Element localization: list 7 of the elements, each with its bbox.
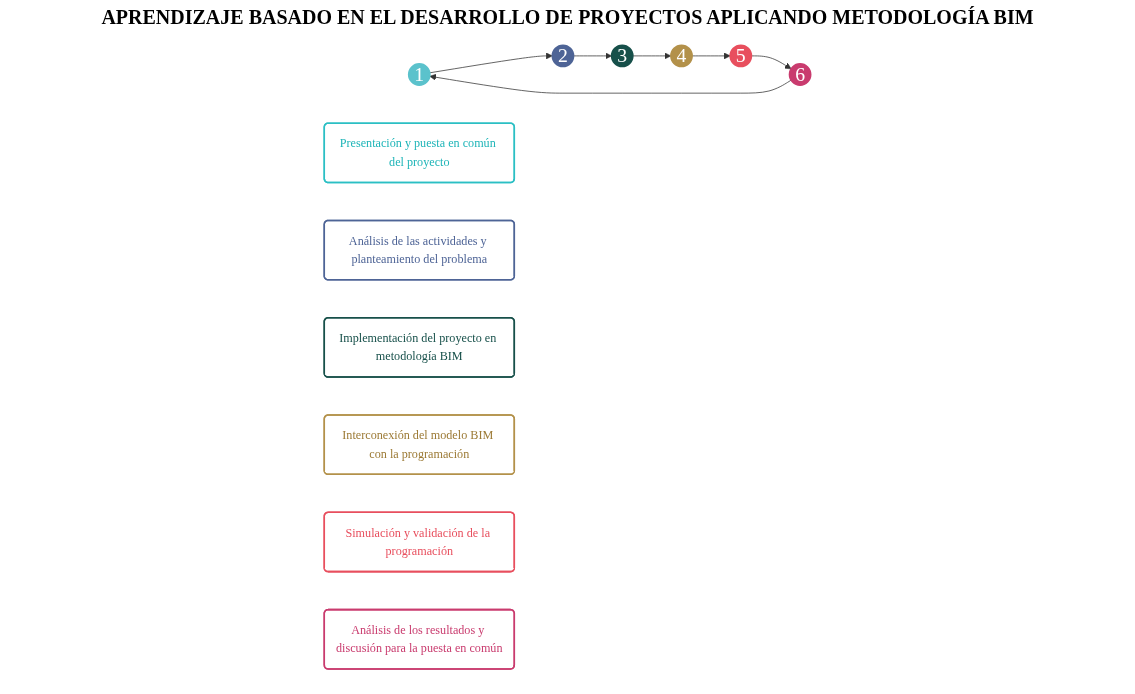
diagram-title: APRENDIZAJE BASADO EN EL DESARROLLO DE PROYECTOS APLICANDO METODOLOGÍA BIM <box>100 6 1035 29</box>
node-circle: 2 <box>551 44 575 68</box>
node-circle: 3 <box>610 44 634 68</box>
node-circle: 1 <box>407 63 431 86</box>
node-circle: 4 <box>670 44 693 68</box>
node-circle: 6 <box>788 63 812 86</box>
node-circle: 5 <box>729 44 753 68</box>
